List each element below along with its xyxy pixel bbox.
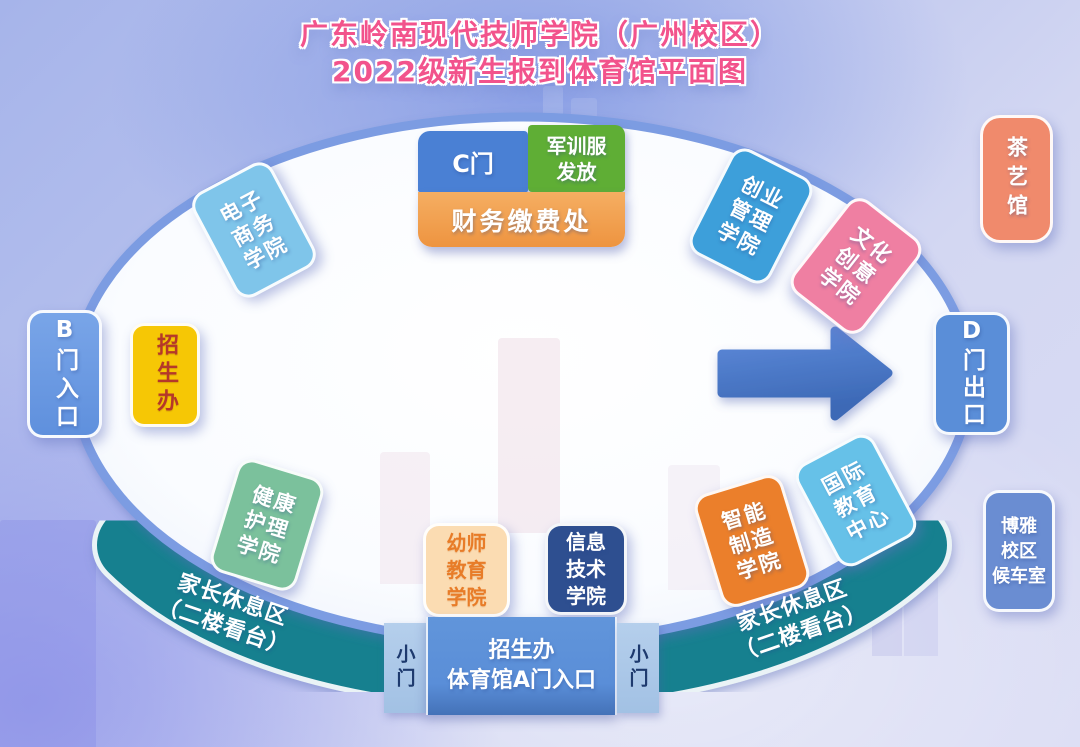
page-title-line1: 广东岭南现代技师学院（广州校区） [299, 18, 780, 51]
small-gate-right-label: 小门 [617, 623, 659, 713]
admissions-office-label: 招生办 [130, 323, 200, 427]
finance-payment-label: 财务缴费处 [418, 192, 625, 247]
floor-building [380, 452, 430, 584]
tea-art-house-label: 茶艺馆 [980, 115, 1053, 243]
small-gate-left-label: 小门 [384, 623, 426, 713]
boya-waiting-room-label: 博雅 校区 候车室 [983, 490, 1055, 612]
page-title-line2: 2022级新生报到体育馆平面图 [332, 55, 748, 88]
gate-b-label: B门入口 [27, 310, 102, 438]
college-preschool-education-label: 幼师 教育 学院 [423, 523, 510, 617]
background-building [0, 520, 96, 747]
gate-a-entrance-label: 招生办 体育馆A门入口 [426, 617, 617, 715]
college-information-technology-label: 信息 技术 学院 [545, 523, 627, 615]
military-uniform-issue-label: 军训服 发放 [528, 125, 625, 192]
gate-d-label: D门出口 [933, 312, 1010, 435]
exit-direction-arrow-icon [717, 326, 893, 421]
page-title: 广东岭南现代技师学院（广州校区） 2022级新生报到体育馆平面图 [0, 16, 1080, 90]
floor-building [498, 338, 560, 533]
gate-c-label: C门 [418, 131, 528, 192]
